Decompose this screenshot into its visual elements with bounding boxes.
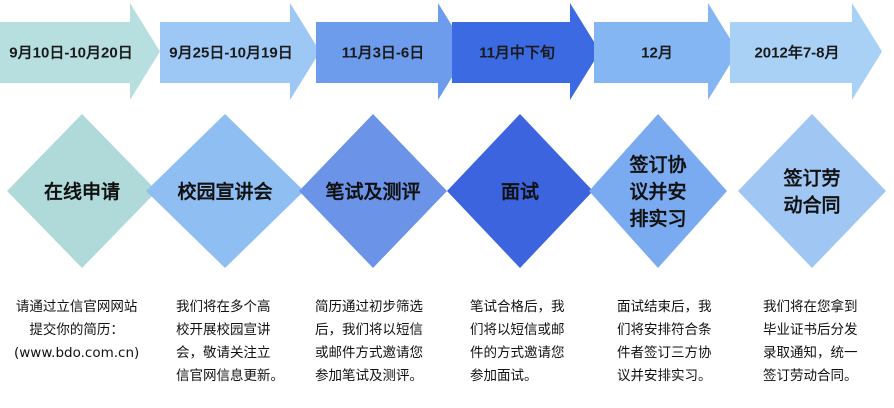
description-line: 毕业证书后分发 [763, 322, 858, 338]
timeline-arrow [594, 3, 738, 100]
stage-label: 签订协 [628, 153, 686, 176]
description-line: 笔试合格后，我 [470, 299, 565, 315]
description-line: 信官网信息更新。 [176, 368, 284, 384]
timeline-arrow [730, 3, 882, 100]
description-line: 简历通过初步筛选 [315, 299, 423, 315]
description-line: 们将以短信或邮 [470, 322, 565, 338]
arrow-date-label: 9月10日-10月20日 [9, 45, 132, 62]
stage-label: 签订劳 [782, 167, 840, 190]
description-line: 们将安排符合条 [617, 322, 712, 338]
description-line: 会，敬请关注立 [176, 345, 271, 361]
description-line: 录取通知，统一 [763, 345, 858, 361]
stage-description: 请通过立信官网网站提交你的简历： (www.bdo.com.cn) [14, 296, 139, 365]
stage-description: 简历通过初步筛选后，我们将以短信或邮件方式邀请您参加笔试及测评。 [315, 296, 423, 388]
arrow-date-label: 11月3日-6日 [342, 45, 425, 62]
description-line: 后，我们将以短信 [315, 322, 423, 338]
stage-label: 动合同 [783, 194, 840, 217]
stage-label: 议并安 [629, 180, 686, 203]
description-line: 件者签订三方协 [617, 345, 712, 361]
description-line: 签订劳动合同。 [763, 368, 858, 384]
stage-diamond [7, 114, 157, 268]
stage-diamond [146, 114, 304, 268]
stage-label: 面试 [501, 181, 539, 203]
description-line: 议并安排实习。 [617, 368, 712, 384]
timeline-arrow [452, 3, 600, 100]
stage-description: 面试结束后，我们将安排符合条件者签订三方协议并安排实习。 [617, 296, 712, 388]
stage-label: 在线申请 [44, 180, 120, 203]
stage-description: 我们将在您拿到毕业证书后分发录取通知，统一签订劳动合同。 [763, 296, 858, 388]
stage-description: 笔试合格后，我们将以短信或邮件的方式邀请您参加面试。 [470, 296, 565, 388]
arrow-date-label: 12月 [641, 45, 673, 62]
arrow-date-label: 2012年7-8月 [754, 44, 839, 62]
stage-diamond [299, 114, 447, 268]
stage-description: 我们将在多个高校开展校园宣讲会，敬请关注立信官网信息更新。 [176, 296, 284, 388]
description-line: 参加笔试及测评。 [315, 368, 423, 384]
timeline-arrow [160, 3, 320, 100]
description-line: 校开展校园宣讲 [176, 322, 271, 338]
description-line: 面试结束后，我 [617, 299, 712, 315]
description-line: 我们将在多个高 [176, 299, 271, 315]
arrow-date-label: 9月25日-10月19日 [169, 45, 292, 62]
description-line: 或邮件方式邀请您 [315, 345, 423, 361]
timeline-arrow [316, 3, 468, 100]
stage-diamond [738, 114, 886, 268]
description-line: 提交你的简历： [29, 322, 124, 338]
description-line: 我们将在您拿到 [763, 299, 858, 315]
description-line: (www.bdo.com.cn) [14, 345, 140, 361]
arrow-date-label: 11月中下旬 [479, 44, 555, 62]
description-line: 参加面试。 [470, 368, 538, 384]
description-line: 件的方式邀请您 [470, 345, 565, 361]
description-line: 请通过立信官网网站 [15, 299, 138, 315]
stage-label: 校园宣讲会 [177, 180, 272, 203]
stage-label: 笔试及测评 [325, 180, 420, 203]
stage-diamond [447, 114, 593, 268]
timeline-arrow [0, 3, 160, 100]
stage-label: 排实习 [629, 207, 686, 230]
stage-diamond [589, 114, 727, 268]
